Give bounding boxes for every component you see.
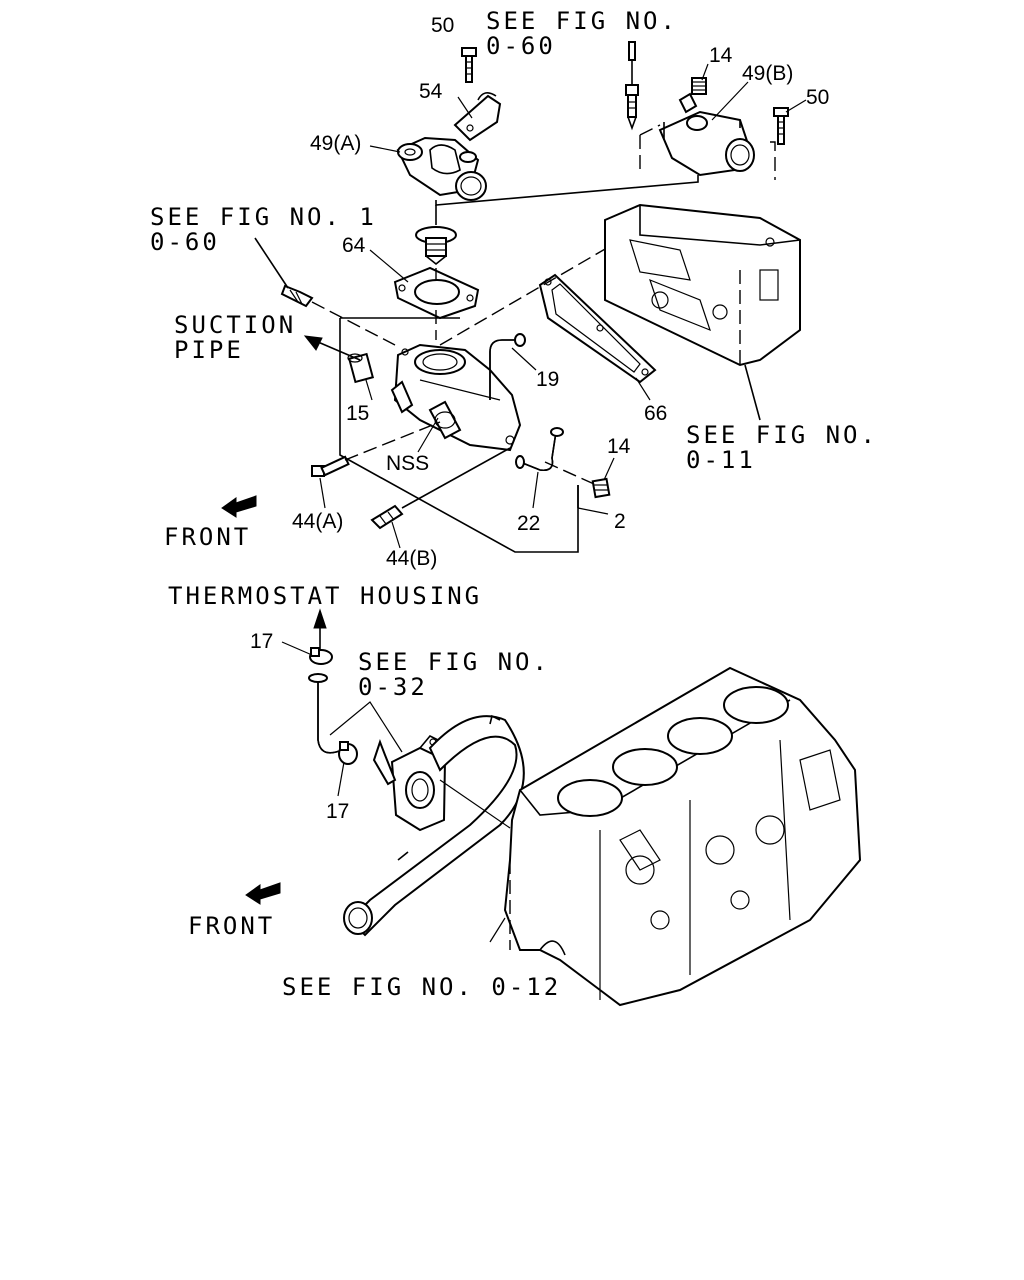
- front-label-upper: FRONT: [164, 523, 251, 551]
- leader-17-top: [281, 641, 313, 656]
- fitting-15-icon: [347, 352, 375, 384]
- callout-15: 15: [346, 402, 369, 425]
- water-inlet-icon: [372, 735, 447, 832]
- sensor-left-icon: [280, 284, 314, 308]
- callout-50-left: 50: [431, 14, 454, 37]
- callout-49a: 49(A): [310, 132, 361, 155]
- suction-pipe-label-line2: PIPE: [174, 336, 244, 364]
- suction-pipe-label-line1: SUCTION: [174, 311, 296, 339]
- leader-lines-upper: [319, 63, 807, 549]
- callout-50-right: 50: [806, 86, 829, 109]
- hose-icon: [308, 673, 351, 754]
- leader-17-bottom: [337, 761, 345, 797]
- callout-44b: 44(B): [386, 547, 437, 570]
- water-pipe-icon: [343, 714, 525, 937]
- housing-49b-icon: [658, 92, 755, 177]
- callout-17-bottom: 17: [326, 800, 349, 823]
- bolt-44a-icon: [311, 455, 350, 477]
- callout-66: 66: [644, 402, 667, 425]
- callout-14-mid: 14: [607, 435, 631, 458]
- ref-fig-0-32-line2: 0-32: [358, 673, 428, 701]
- callout-49b: 49(B): [742, 62, 793, 85]
- gasket-66-icon: [538, 273, 657, 384]
- fitting-44b-icon: [370, 504, 404, 530]
- up-arrow-icon: [313, 608, 327, 650]
- callout-14-top: 14: [709, 44, 733, 67]
- housing-cover-49a-icon: [396, 136, 487, 201]
- ref-fig-0-60-top-line1: SEE FIG NO.: [486, 7, 678, 35]
- ref-fig-0-12: SEE FIG NO. 0-12: [282, 973, 561, 1001]
- callout-17-top: 17: [250, 630, 273, 653]
- ref-fig-0-32-line1: SEE FIG NO.: [358, 648, 550, 676]
- nss-label: NSS: [386, 452, 429, 475]
- callout-64: 64: [342, 234, 366, 257]
- ref-fig-0-11-line1: SEE FIG NO.: [686, 421, 878, 449]
- clamp-17-top-icon: [309, 647, 333, 665]
- cylinder-head-icon: [604, 203, 801, 367]
- bolt-50-right-icon: [773, 107, 789, 145]
- suction-arrow-icon: [303, 335, 361, 361]
- ref-fig-0-11-line2: 0-11: [686, 446, 756, 474]
- bolt-50-left-icon: [461, 47, 477, 83]
- sensor-top-icon: [625, 41, 639, 131]
- callout-19: 19: [536, 368, 559, 391]
- thermostat-housing-label: THERMOSTAT HOUSING: [168, 582, 482, 610]
- bracket-54-icon: [453, 92, 502, 142]
- thermostat-housing-body-icon: [390, 343, 522, 452]
- callout-22: 22: [517, 512, 540, 535]
- gasket-64-icon: [393, 266, 480, 320]
- callout-2: 2: [614, 510, 626, 533]
- callout-44a: 44(A): [292, 510, 343, 533]
- ref-fig-0-60-top-line2: 0-60: [486, 32, 556, 60]
- engine-block-icon: [503, 666, 862, 1007]
- front-arrow-lower-icon: [245, 882, 281, 905]
- pipe-22-icon: [515, 427, 564, 472]
- front-arrow-icon: [221, 495, 257, 518]
- front-label-lower: FRONT: [188, 912, 275, 940]
- plug-14-mid-icon: [591, 477, 611, 499]
- callout-54: 54: [419, 80, 443, 103]
- ref-fig-0-60-left-line1: SEE FIG NO. 1: [150, 203, 377, 231]
- plug-14-top-icon: [691, 77, 707, 95]
- clamp-17-bottom-icon: [338, 741, 358, 765]
- pipe-19-icon: [489, 333, 526, 400]
- thermostat-1-icon: [415, 226, 457, 266]
- ref-fig-0-60-left-line2: 0-60: [150, 228, 220, 256]
